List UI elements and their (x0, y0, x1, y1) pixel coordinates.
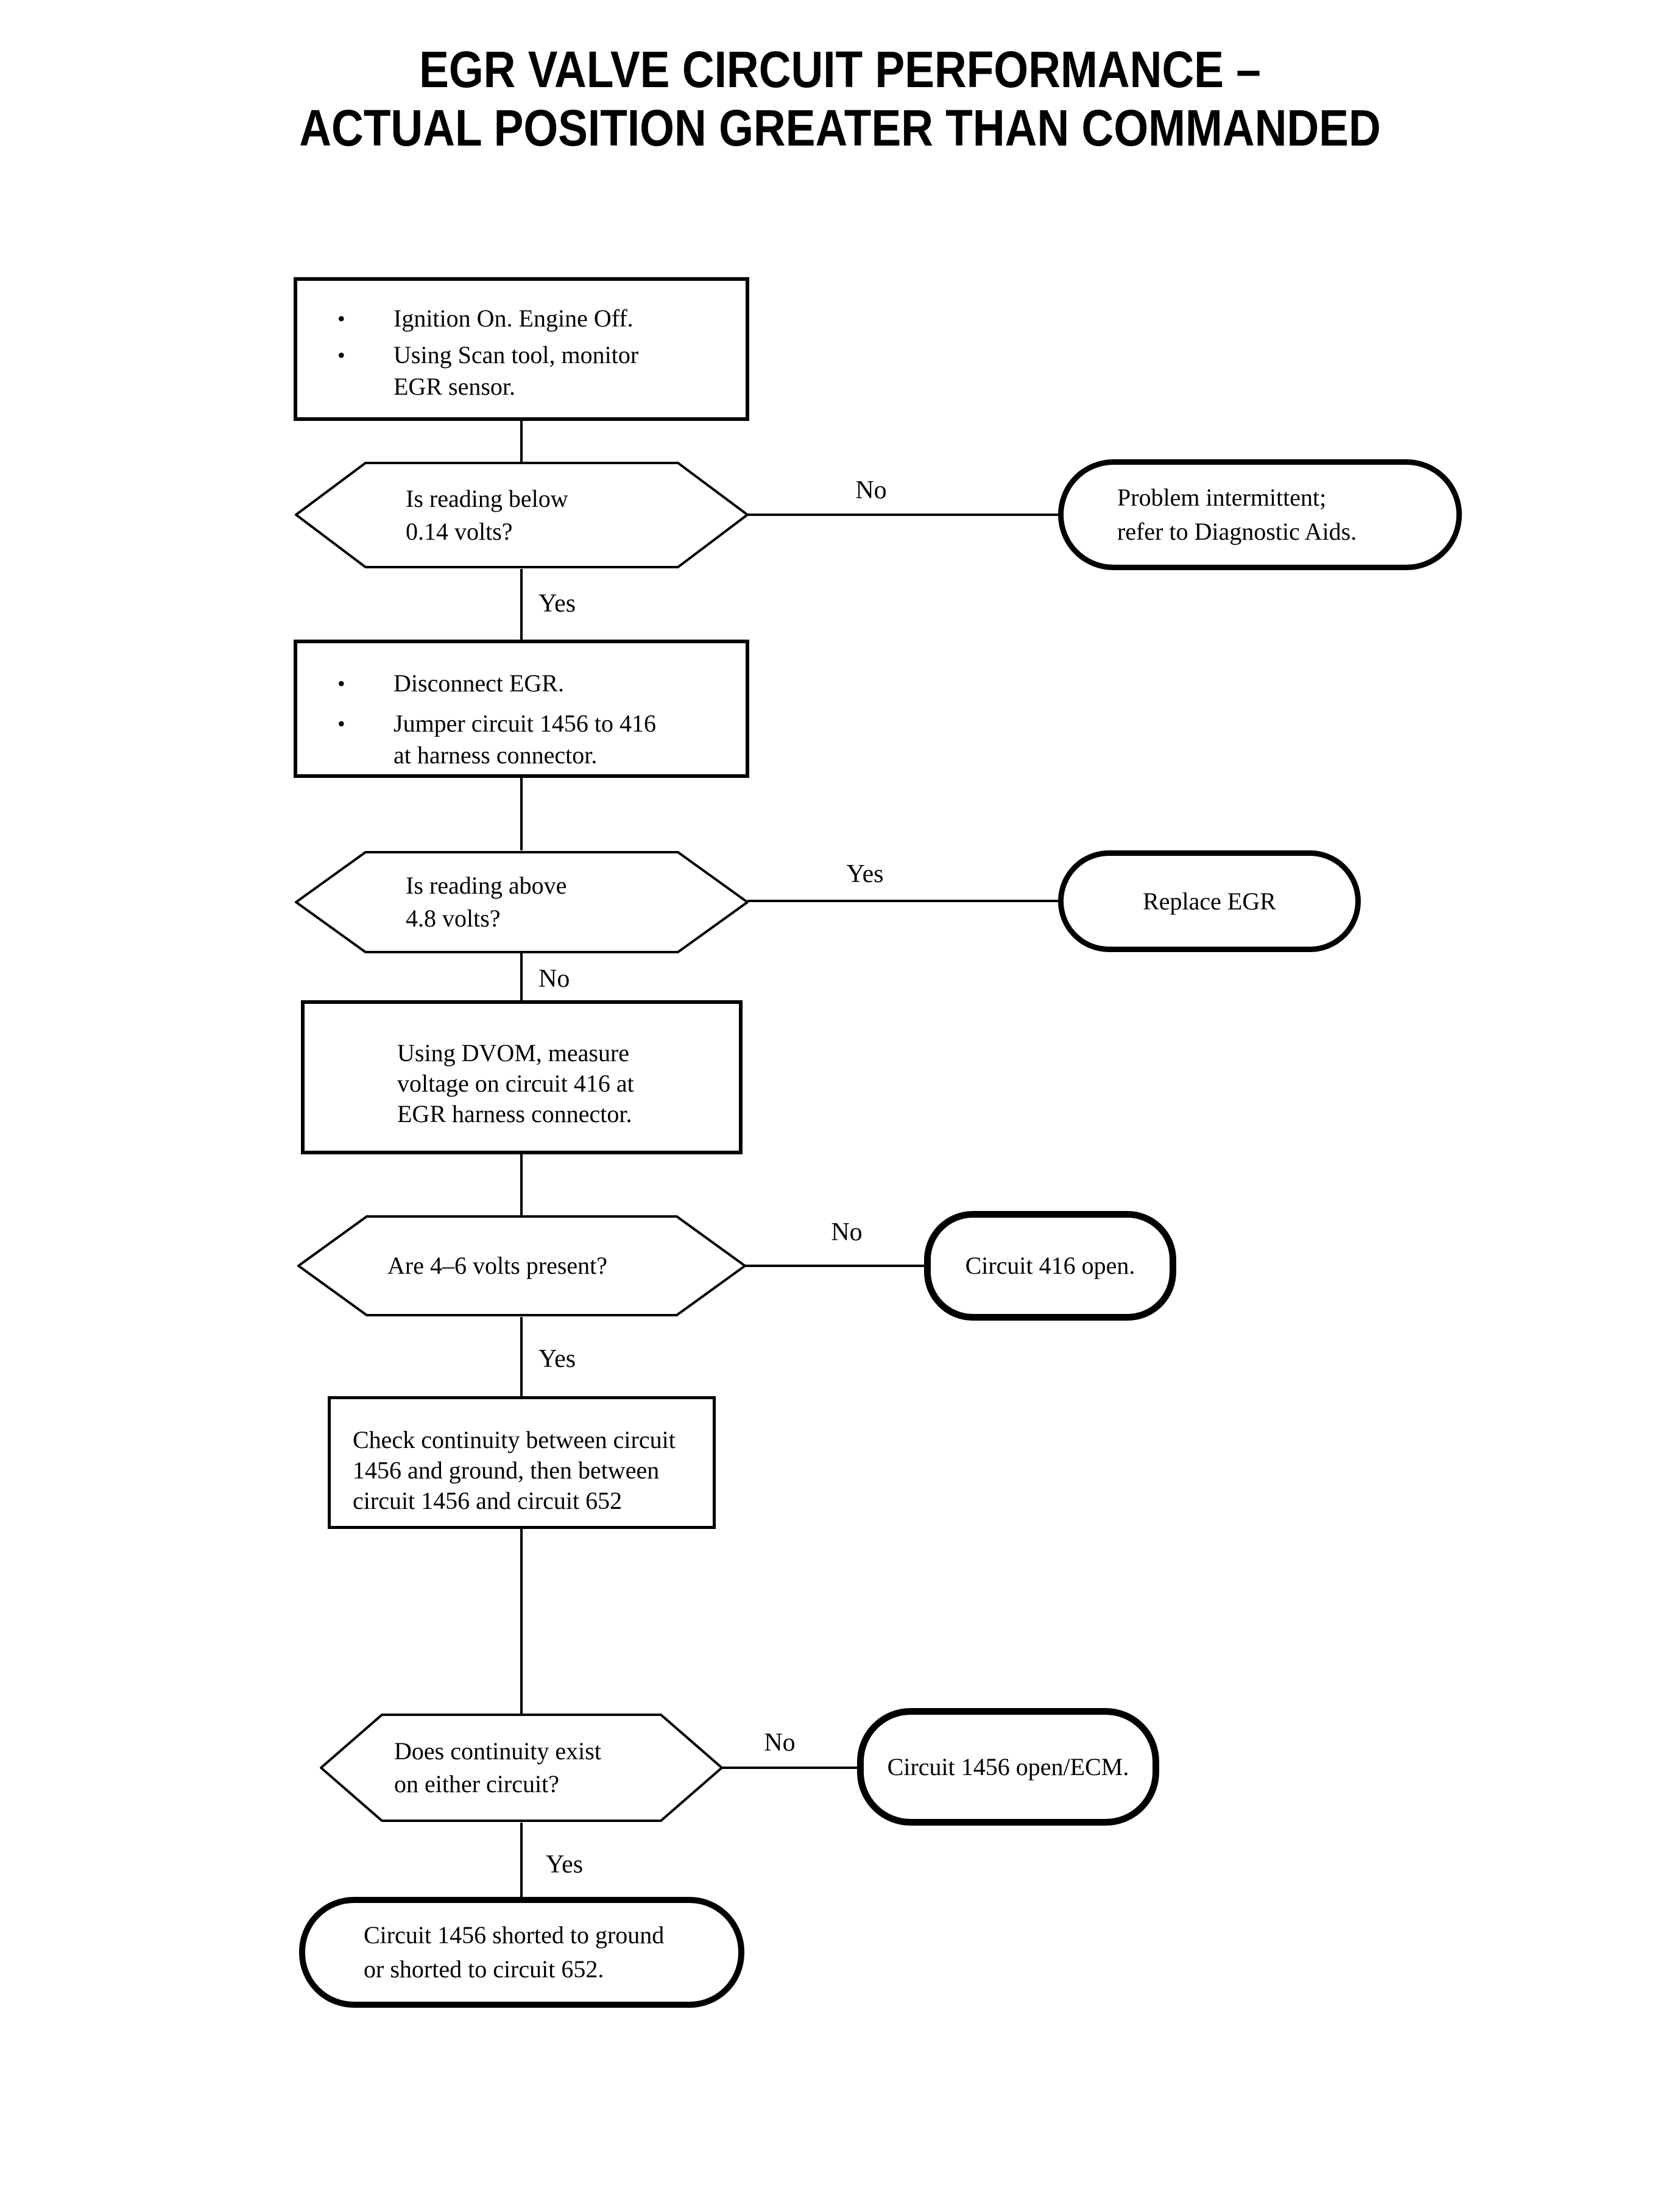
flow-line-d2-no-down (520, 953, 523, 1001)
text-line: voltage on circuit 416 at (397, 1070, 634, 1097)
text-line: Using DVOM, measure (397, 1039, 630, 1067)
process-measure-voltage-dvom: Using DVOM, measure voltage on circuit 4… (301, 1000, 743, 1154)
edge-label-d4-no: No (764, 1729, 796, 1757)
page-title-line-2: ACTUAL POSITION GREATER THAN COMMANDED (299, 99, 1381, 157)
text-line: Are 4–6 volts present? (387, 1252, 608, 1279)
decision-4-6-volts-present: Are 4–6 volts present? (297, 1215, 746, 1317)
process-disconnect-egr-jumper: • Disconnect EGR. • Jumper circuit 1456 … (294, 640, 749, 778)
page-title-line-1: EGR VALVE CIRCUIT PERFORMANCE – (419, 41, 1261, 98)
flow-line-d1-no-right (747, 514, 1059, 516)
edge-label-d1-yes: Yes (538, 590, 576, 618)
decision-hexagon-shape (295, 850, 749, 954)
text-line: Does continuity exist (394, 1737, 601, 1765)
text-line: at harness connector. (394, 741, 598, 769)
decision-hexagon-shape (320, 1713, 723, 1823)
text-line: Circuit 1456 shorted to ground (364, 1921, 665, 1949)
decision-text: Does continuity exist on either circuit? (320, 1713, 723, 1823)
page-title: EGR VALVE CIRCUIT PERFORMANCE – ACTUAL P… (0, 40, 1680, 157)
text-line: Jumper circuit 1456 to 416 (394, 710, 657, 737)
text-line: Is reading above (406, 872, 567, 899)
text-line: Problem intermittent; (1117, 484, 1327, 511)
bullet-text: Jumper circuit 1456 to 416 at harness co… (394, 708, 733, 771)
bullet-item: • Ignition On. Engine Off. (337, 303, 733, 334)
terminal-circuit-416-open: Circuit 416 open. (924, 1211, 1176, 1321)
flow-line-d2-yes-right (747, 900, 1059, 902)
edge-label-d2-yes: Yes (846, 860, 884, 888)
terminal-circuit-1456-open-ecm: Circuit 1456 open/ECM. (857, 1708, 1159, 1826)
flow-line-d3-no-right (745, 1265, 925, 1267)
terminal-problem-intermittent: Problem intermittent; refer to Diagnosti… (1058, 459, 1462, 570)
text-line: 0.14 volts? (406, 517, 513, 545)
text-line: Circuit 416 open. (965, 1252, 1135, 1279)
flow-line-p4-to-d4 (520, 1528, 523, 1714)
text-line: Ignition On. Engine Off. (394, 305, 634, 332)
decision-hexagon-shape (297, 1215, 746, 1317)
terminal-text: Problem intermittent; refer to Diagnosti… (1064, 465, 1456, 565)
text-line: EGR sensor. (394, 373, 515, 400)
bullet-text: Disconnect EGR. (394, 668, 733, 699)
text-line: refer to Diagnostic Aids. (1117, 518, 1357, 545)
bullet-item: • Jumper circuit 1456 to 416 at harness … (337, 708, 733, 771)
decision-text: Are 4–6 volts present? (297, 1215, 746, 1317)
process-check-continuity: Check continuity between circuit 1456 an… (328, 1396, 716, 1529)
flow-line-d3-yes-down (520, 1317, 523, 1397)
decision-reading-above-4-8-volts: Is reading above 4.8 volts? (295, 850, 749, 954)
text-line: Check continuity between circuit (353, 1426, 676, 1453)
edge-label-d3-no: No (831, 1218, 863, 1246)
terminal-circuit-1456-shorted: Circuit 1456 shorted to ground or shorte… (299, 1897, 744, 2008)
text-line: on either circuit? (394, 1770, 559, 1798)
text-line: 4.8 volts? (406, 905, 501, 932)
decision-hexagon-shape (295, 461, 749, 569)
text-line: 1456 and ground, then between (353, 1456, 660, 1484)
bullet-text: Ignition On. Engine Off. (394, 303, 733, 334)
bullet-icon: • (337, 711, 345, 736)
text-line: Is reading below (406, 484, 568, 512)
bullet-item: • Disconnect EGR. (337, 668, 733, 699)
decision-text: Is reading below 0.14 volts? (295, 461, 749, 569)
decision-text: Is reading above 4.8 volts? (295, 850, 749, 954)
terminal-text: Circuit 1456 open/ECM. (864, 1715, 1152, 1819)
text-line: circuit 1456 and circuit 652 (353, 1487, 623, 1514)
flow-line-start-to-d1 (520, 420, 523, 462)
decision-reading-below-0-14-volts: Is reading below 0.14 volts? (295, 461, 749, 569)
flow-line-p2-to-d2 (520, 777, 523, 850)
text-line: Circuit 1456 open/ECM. (887, 1753, 1129, 1781)
terminal-text: Circuit 416 open. (931, 1218, 1170, 1314)
text-line: Disconnect EGR. (394, 669, 564, 697)
flow-line-d4-no-right (722, 1767, 858, 1769)
terminal-text: Replace EGR (1064, 856, 1355, 947)
edge-label-d4-yes: Yes (546, 1851, 584, 1879)
decision-continuity-exists: Does continuity exist on either circuit? (320, 1713, 723, 1823)
process-ignition-scan-monitor: • Ignition On. Engine Off. • Using Scan … (294, 277, 749, 421)
bullet-text: Using Scan tool, monitor EGR sensor. (394, 339, 733, 403)
flow-line-d1-yes-down (520, 569, 523, 641)
bullet-item: • Using Scan tool, monitor EGR sensor. (337, 339, 733, 403)
edge-label-d1-no: No (855, 476, 887, 504)
flow-line-d4-yes-down (520, 1823, 523, 1897)
bullet-icon: • (337, 671, 345, 696)
text-line: EGR harness connector. (397, 1100, 632, 1128)
terminal-text: Circuit 1456 shorted to ground or shorte… (305, 1903, 738, 2002)
text-line: Replace EGR (1143, 887, 1276, 915)
bullet-icon: • (337, 306, 345, 331)
bullet-icon: • (337, 343, 345, 367)
terminal-replace-egr: Replace EGR (1058, 850, 1361, 952)
edge-label-d2-no: No (538, 965, 570, 993)
edge-label-d3-yes: Yes (538, 1345, 576, 1373)
text-line: Using Scan tool, monitor (394, 341, 639, 369)
flow-line-p3-to-d3 (520, 1153, 523, 1216)
text-line: or shorted to circuit 652. (364, 1955, 604, 1983)
page-title-lines: EGR VALVE CIRCUIT PERFORMANCE – ACTUAL P… (109, 40, 1570, 157)
